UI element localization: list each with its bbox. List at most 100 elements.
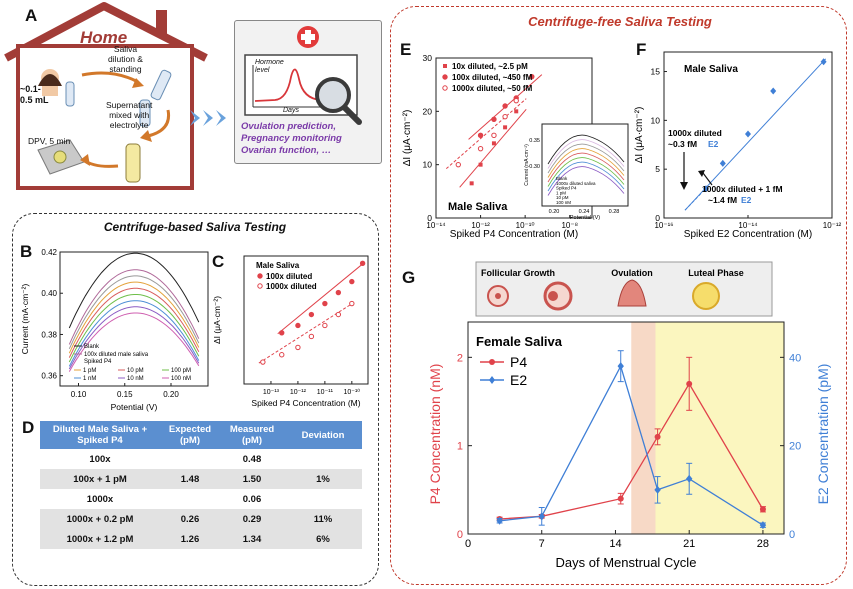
annotation-male-saliva: Male Saliva — [684, 64, 738, 75]
cell: 1.26 — [160, 529, 220, 549]
panel-label-g: G — [402, 268, 416, 287]
data-point — [759, 506, 766, 513]
legend-marker — [442, 74, 448, 80]
fit-line-0 — [277, 261, 365, 335]
volume-label: ~0.1- 0.5 mL — [20, 84, 49, 105]
ovulation-shade — [631, 322, 656, 534]
y-tick-label: 10 — [651, 115, 661, 125]
inset-y-label: Current (mA·cm⁻²) — [524, 144, 530, 186]
legend-label: 100x diluted, ~450 fM — [452, 73, 533, 82]
legend-label: 100x diluted male saliva — [84, 352, 149, 358]
monitor-graphics — [244, 26, 362, 125]
y-axis-label: ΔI (μA·cm⁻²) — [634, 107, 645, 164]
x-tick-label: 21 — [683, 538, 695, 550]
cell: 1000x — [86, 493, 114, 505]
cell: 11% — [284, 509, 362, 529]
data-point — [503, 125, 508, 130]
cell: 100x — [89, 453, 111, 465]
data-point — [820, 58, 827, 66]
data-point — [295, 322, 301, 329]
data-point — [349, 278, 355, 285]
data-point — [502, 113, 508, 120]
fit-line — [684, 58, 827, 211]
inset-curve — [547, 134, 625, 165]
cell: 0.06 — [242, 493, 262, 505]
data-point — [491, 141, 496, 146]
cell: 100x + 1 pM — [40, 469, 160, 489]
cell — [284, 489, 362, 509]
legend-marker-e2 — [489, 376, 495, 384]
x-tick-label: 10⁻¹² — [471, 221, 490, 230]
cell: 0.29 — [220, 509, 284, 529]
panel-label-f: F — [636, 40, 647, 59]
y-tick-label: 5 — [655, 164, 660, 174]
table-header-row: Diluted Male Saliva + Spiked P4 Expected… — [40, 421, 362, 449]
y-left-tick-label: 1 — [457, 441, 463, 453]
data-point — [308, 333, 315, 340]
y-axis-label: ΔI (μA·cm⁻²) — [212, 296, 222, 344]
y-tick-label: 0.36 — [41, 372, 57, 381]
callout-tag: E2 — [708, 139, 719, 149]
panel-label-e: E — [400, 40, 412, 59]
data-point — [260, 359, 266, 365]
series-line-e2 — [499, 364, 764, 526]
centrifuge-based-box — [12, 213, 379, 586]
legend-title: Male Saliva — [256, 261, 300, 270]
data-point — [686, 380, 693, 387]
cell: 0.26 — [160, 509, 220, 529]
header-measured: Measured (pM) — [220, 421, 284, 449]
fit-line-extrapolated — [684, 192, 703, 211]
data-point — [759, 521, 767, 530]
y-right-axis-label: E2 Concentration (pM) — [815, 364, 831, 505]
legend-label-p4: P4 — [510, 354, 527, 370]
panel-label-b: B — [20, 242, 33, 261]
x-axis-label: Days of Menstrual Cycle — [556, 555, 697, 570]
panel-a-home-illustration — [4, 2, 226, 190]
data-point — [513, 97, 519, 104]
x-tick-label: 10⁻¹¹ — [317, 389, 334, 396]
follicle-small-core — [495, 293, 501, 299]
phase-label: Ovulation — [611, 268, 653, 278]
y-right-tick-label: 0 — [789, 529, 795, 541]
series-line-0 — [68, 252, 200, 329]
data-point — [335, 311, 342, 318]
inset-legend-label: 1000x diluted saliva — [556, 181, 596, 186]
legend-label: 1000x diluted — [266, 282, 317, 291]
data-point — [322, 300, 328, 307]
inset-legend-label: 100 nM — [556, 200, 571, 205]
series-line-6 — [68, 300, 200, 367]
y-tick-label: 15 — [651, 67, 661, 77]
ovulation-icon — [617, 279, 647, 307]
header-sample: Diluted Male Saliva + Spiked P4 — [40, 421, 160, 449]
data-point — [719, 159, 726, 167]
data-point — [322, 322, 328, 329]
y-axis-label: ΔI (μA·cm⁻²) — [402, 110, 413, 167]
x-tick-label: 10⁻¹⁴ — [426, 221, 446, 230]
follicle-large-core — [548, 291, 558, 301]
y-tick-label: 20 — [423, 106, 433, 116]
plot-frame — [467, 321, 785, 535]
x-tick-label: 10⁻¹⁶ — [654, 221, 673, 230]
data-point — [745, 130, 751, 138]
legend-marker — [257, 283, 263, 289]
legend-marker — [443, 64, 447, 68]
y-left-axis-label: P4 Concentration (nM) — [427, 364, 443, 505]
header-deviation: Deviation — [284, 421, 362, 449]
data-point — [514, 109, 519, 114]
panel-label-d: D — [22, 418, 35, 437]
data-point — [491, 132, 497, 139]
cell: 1.34 — [220, 529, 284, 549]
validation-table: Diluted Male Saliva + Spiked P4 Expected… — [40, 421, 362, 549]
data-point — [308, 311, 315, 318]
dilution-label: Saliva dilution & standing — [108, 44, 143, 74]
data-point — [279, 352, 285, 358]
data-point — [496, 516, 503, 525]
inset-curve — [547, 143, 625, 174]
inset-legend-label: Spiked P4 — [556, 186, 577, 191]
